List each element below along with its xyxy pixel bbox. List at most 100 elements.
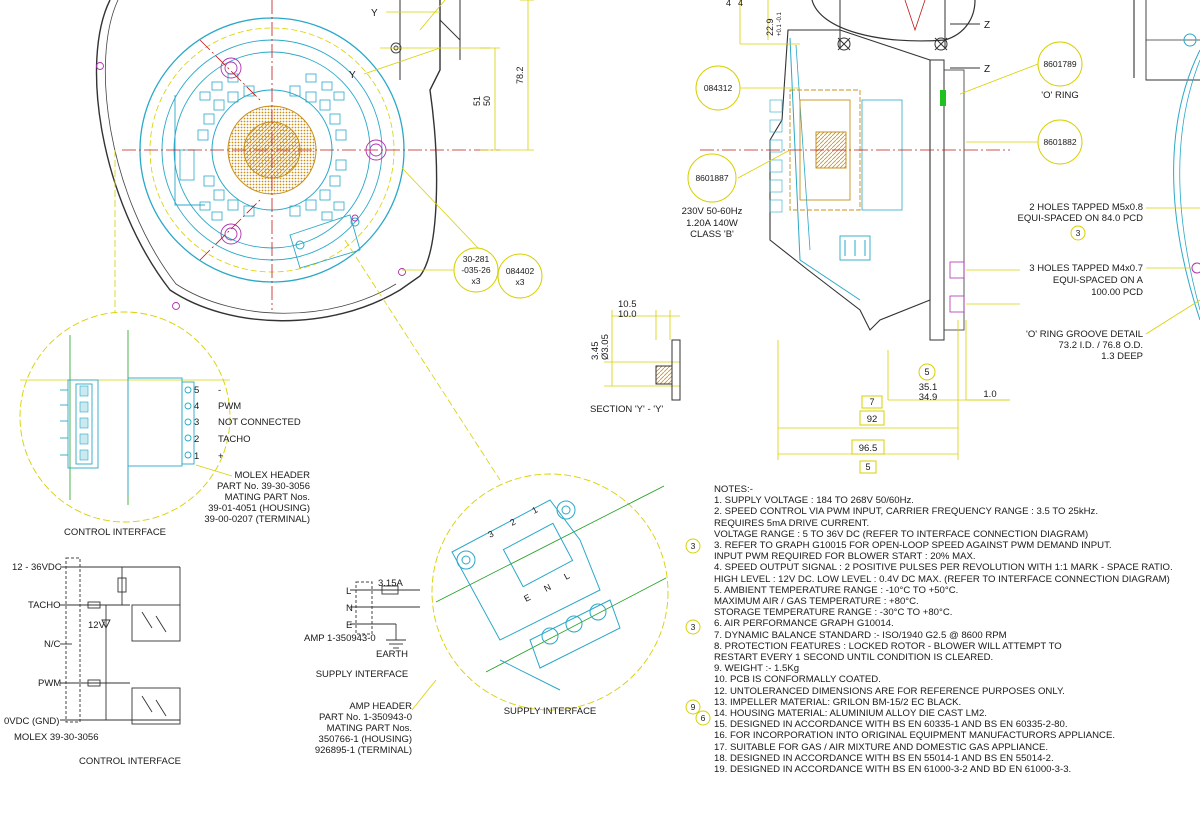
rev-3-right: 3 bbox=[1076, 228, 1081, 238]
m4-l3: 100.00 PCD bbox=[1091, 287, 1143, 298]
note-line: 5. AMBIENT TEMPERATURE RANGE : -10°C TO … bbox=[714, 584, 959, 596]
note-line: 8. PROTECTION FEATURES : LOCKED ROTOR - … bbox=[714, 640, 1062, 652]
molex-l4: 39-01-4051 (HOUSING) bbox=[208, 503, 310, 514]
note-line: 3. REFER TO GRAPH G10015 FOR OPEN-LOOP S… bbox=[714, 540, 1112, 552]
section-y-y: 10.5 10.0 3.45 Ø3.05 SECTION 'Y' - 'Y' bbox=[590, 299, 681, 415]
note-line: 18. DESIGNED IN ACCORDANCE WITH BS EN 55… bbox=[714, 752, 1054, 764]
note-rev-6: 6 bbox=[701, 713, 706, 723]
ctrl-gnd: 0VDC (GND) bbox=[4, 716, 59, 727]
sup-pin-l: L bbox=[562, 571, 571, 582]
sup-pin-3: 3 bbox=[486, 529, 495, 540]
part-8601887: 8601887 bbox=[695, 173, 728, 183]
m4-l2: EQUI-SPACED ON A bbox=[1053, 275, 1144, 286]
pin-1: 1 bbox=[194, 451, 199, 462]
sup-pin-n: N bbox=[542, 582, 552, 594]
part-8601789: 8601789 bbox=[1043, 59, 1076, 69]
axis-y1: Y bbox=[371, 8, 378, 19]
rating-l2: 1.20A 140W bbox=[686, 218, 738, 229]
dim-34-9: 34.9 bbox=[919, 392, 938, 403]
dim-50: 50 bbox=[482, 96, 492, 106]
note-line: 1. SUPPLY VOLTAGE : 184 TO 268V 50/60Hz. bbox=[714, 495, 914, 507]
ref-4b: 4 bbox=[738, 0, 743, 8]
axis-z2: Z bbox=[984, 64, 990, 75]
amp-l4: 350766-1 (HOUSING) bbox=[319, 734, 412, 745]
groove-l1: 'O' RING GROOVE DETAIL bbox=[1026, 329, 1143, 340]
molex-l2: PART No. 39-30-3056 bbox=[217, 481, 310, 492]
pin-4: 4 bbox=[194, 401, 199, 412]
ctrl-tacho: TACHO bbox=[28, 600, 61, 611]
note-line: 16. FOR INCORPORATION INTO ORIGINAL EQUI… bbox=[714, 730, 1116, 742]
molex-l1: MOLEX HEADER bbox=[235, 470, 311, 481]
rating-l1: 230V 50-60Hz bbox=[682, 206, 743, 217]
note-line: 2. SPEED CONTROL VIA PWM INPUT, CARRIER … bbox=[714, 506, 1099, 518]
note-line: 6. AIR PERFORMANCE GRAPH G10014. bbox=[714, 618, 894, 630]
note-line: HIGH LEVEL : 12V DC. LOW LEVEL : 0.4V DC… bbox=[714, 573, 1170, 585]
note-line: 13. IMPELLER MATERIAL: GRILON BM-15/2 EC… bbox=[714, 696, 962, 708]
part-084402-l2: x3 bbox=[516, 277, 525, 287]
part-084312: 084312 bbox=[704, 83, 733, 93]
sup-pin-2: 2 bbox=[508, 517, 517, 528]
ref-4a: 4 bbox=[726, 0, 731, 8]
amp-l5: 926895-1 (TERMINAL) bbox=[315, 745, 412, 756]
note-line: REQUIRES 5mA DRIVE CURRENT. bbox=[714, 517, 870, 529]
dim-10-0: 10.0 bbox=[618, 309, 637, 320]
note-line: 9. WEIGHT :- 1.5Kg bbox=[714, 663, 800, 675]
front-view: Y Y 78.2 51 50 30-281 -035-26 x3 084402 … bbox=[95, 0, 543, 322]
note-line: STORAGE TEMPERATURE RANGE : -30°C TO +80… bbox=[714, 607, 953, 619]
supply-amp: AMP 1-350943-0 bbox=[304, 633, 376, 644]
supply-schematic: L N E 3.15A AMP 1-350943-0 EARTH SUPPLY … bbox=[304, 578, 437, 756]
note-line: 17. SUITABLE FOR GAS / AIR MIXTURE AND D… bbox=[714, 741, 1049, 753]
molex-l5: 39-00-0207 (TERMINAL) bbox=[204, 514, 310, 525]
note-line: 15. DESIGNED IN ACCORDANCE WITH BS EN 60… bbox=[714, 719, 1068, 731]
part-30-281-l2: -035-26 bbox=[461, 265, 491, 275]
dim-10-5: 10.5 bbox=[618, 299, 637, 310]
ref-5a: 5 bbox=[924, 367, 929, 377]
supply-fuse: 3.15A bbox=[378, 578, 403, 589]
supply-detail: 3 2 1 E N L SUPPLY INTERFACE bbox=[344, 239, 669, 717]
ctrl-nc: N/C bbox=[44, 639, 61, 650]
supply-l: L bbox=[346, 586, 351, 597]
sup-pin-e: E bbox=[522, 592, 532, 604]
pin-2: 2 bbox=[194, 434, 199, 445]
amp-l2: PART No. 1-350943-0 bbox=[319, 712, 412, 723]
axis-y2: Y bbox=[349, 70, 356, 81]
dim-3-45: 3.45 bbox=[590, 342, 601, 361]
note-line: INPUT PWM REQUIRED FOR BLOWER START : 20… bbox=[714, 551, 976, 563]
notes-title: NOTES:- bbox=[714, 484, 753, 495]
signal-plus: + bbox=[218, 451, 224, 462]
part-084402-l1: 084402 bbox=[506, 266, 535, 276]
far-right-view: 2 HOLES TAPPED M5x0.8 EQUI-SPACED ON 84.… bbox=[1018, 0, 1200, 362]
m4-l1: 3 HOLES TAPPED M4x0.7 bbox=[1029, 263, 1143, 274]
m5-l1: 2 HOLES TAPPED M5x0.8 bbox=[1029, 202, 1143, 213]
groove-l2: 73.2 I.D. / 76.8 O.D. bbox=[1059, 340, 1143, 351]
ctrl-molex: MOLEX 39-30-3056 bbox=[14, 732, 99, 743]
pin-3: 3 bbox=[194, 417, 199, 428]
supply-schematic-caption: SUPPLY INTERFACE bbox=[316, 669, 409, 680]
note-line: 14. HOUSING MATERIAL: ALUMINIUM ALLOY DI… bbox=[714, 708, 987, 720]
amp-l3: MATING PART Nos. bbox=[327, 723, 412, 734]
m5-l2: EQUI-SPACED ON 84.0 PCD bbox=[1018, 213, 1144, 224]
ref-5b: 5 bbox=[865, 462, 870, 472]
note-line: 12. UNTOLERANCED DIMENSIONS ARE FOR REFE… bbox=[714, 685, 1065, 697]
note-rev-9: 9 bbox=[691, 702, 696, 712]
dim-3-05: Ø3.05 bbox=[600, 334, 611, 360]
o-ring-label: 'O' RING bbox=[1041, 90, 1078, 101]
control-interface-caption: CONTROL INTERFACE bbox=[64, 527, 166, 538]
axis-z1: Z bbox=[984, 20, 990, 31]
dim-1-0: 1.0 bbox=[983, 389, 996, 400]
signal-pwm: PWM bbox=[218, 401, 241, 412]
connector-pin-labels: 5 4 3 2 1 - PWM NOT CONNECTED TACHO + bbox=[194, 385, 301, 462]
dim-92: 92 bbox=[867, 414, 878, 425]
part-30-281-l3: x3 bbox=[472, 276, 481, 286]
dim-78-2: 78.2 bbox=[515, 66, 525, 84]
notes-revisions: 3 3 9 6 bbox=[685, 538, 711, 726]
dim-22-9: 22.9 bbox=[765, 18, 775, 36]
note-line: 19. DESIGNED IN ACCORDANCE WITH BS EN 61… bbox=[714, 764, 1072, 776]
housing-outline bbox=[95, 0, 441, 322]
dim-35-1: 35.1 bbox=[919, 382, 938, 393]
side-view: Z Z 22.9 +0.1 -0.1 4 4 5 35.1 34.9 1.0 7… bbox=[682, 0, 1083, 474]
supply-earth: EARTH bbox=[376, 649, 408, 660]
ctrl-12-36v: 12 - 36VDC bbox=[12, 562, 62, 573]
signal-minus: - bbox=[218, 385, 221, 396]
